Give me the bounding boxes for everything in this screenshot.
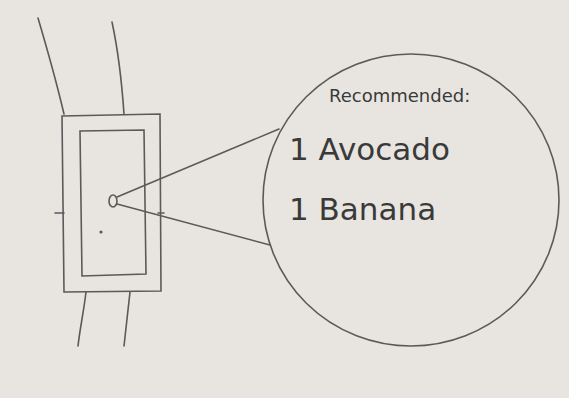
- recommended-item: 1 Banana: [289, 192, 436, 226]
- leader-line: [117, 129, 279, 197]
- strap-line: [78, 292, 86, 346]
- side-button: [158, 212, 164, 214]
- side-button: [55, 212, 64, 214]
- strap-line: [112, 22, 124, 114]
- recommended-item: 1 Avocado: [289, 132, 450, 166]
- watch-case: [62, 114, 161, 292]
- callout-ring: [263, 54, 559, 346]
- strap-line: [124, 292, 130, 346]
- focus-dot: [109, 195, 117, 207]
- callout-heading: Recommended:: [329, 86, 470, 106]
- watch-screen: [80, 130, 146, 276]
- leader-line: [117, 204, 270, 245]
- strap-line: [38, 18, 64, 114]
- callout-circle: Recommended: 1 Avocado 1 Banana: [261, 52, 561, 348]
- screen-speck: [100, 231, 102, 233]
